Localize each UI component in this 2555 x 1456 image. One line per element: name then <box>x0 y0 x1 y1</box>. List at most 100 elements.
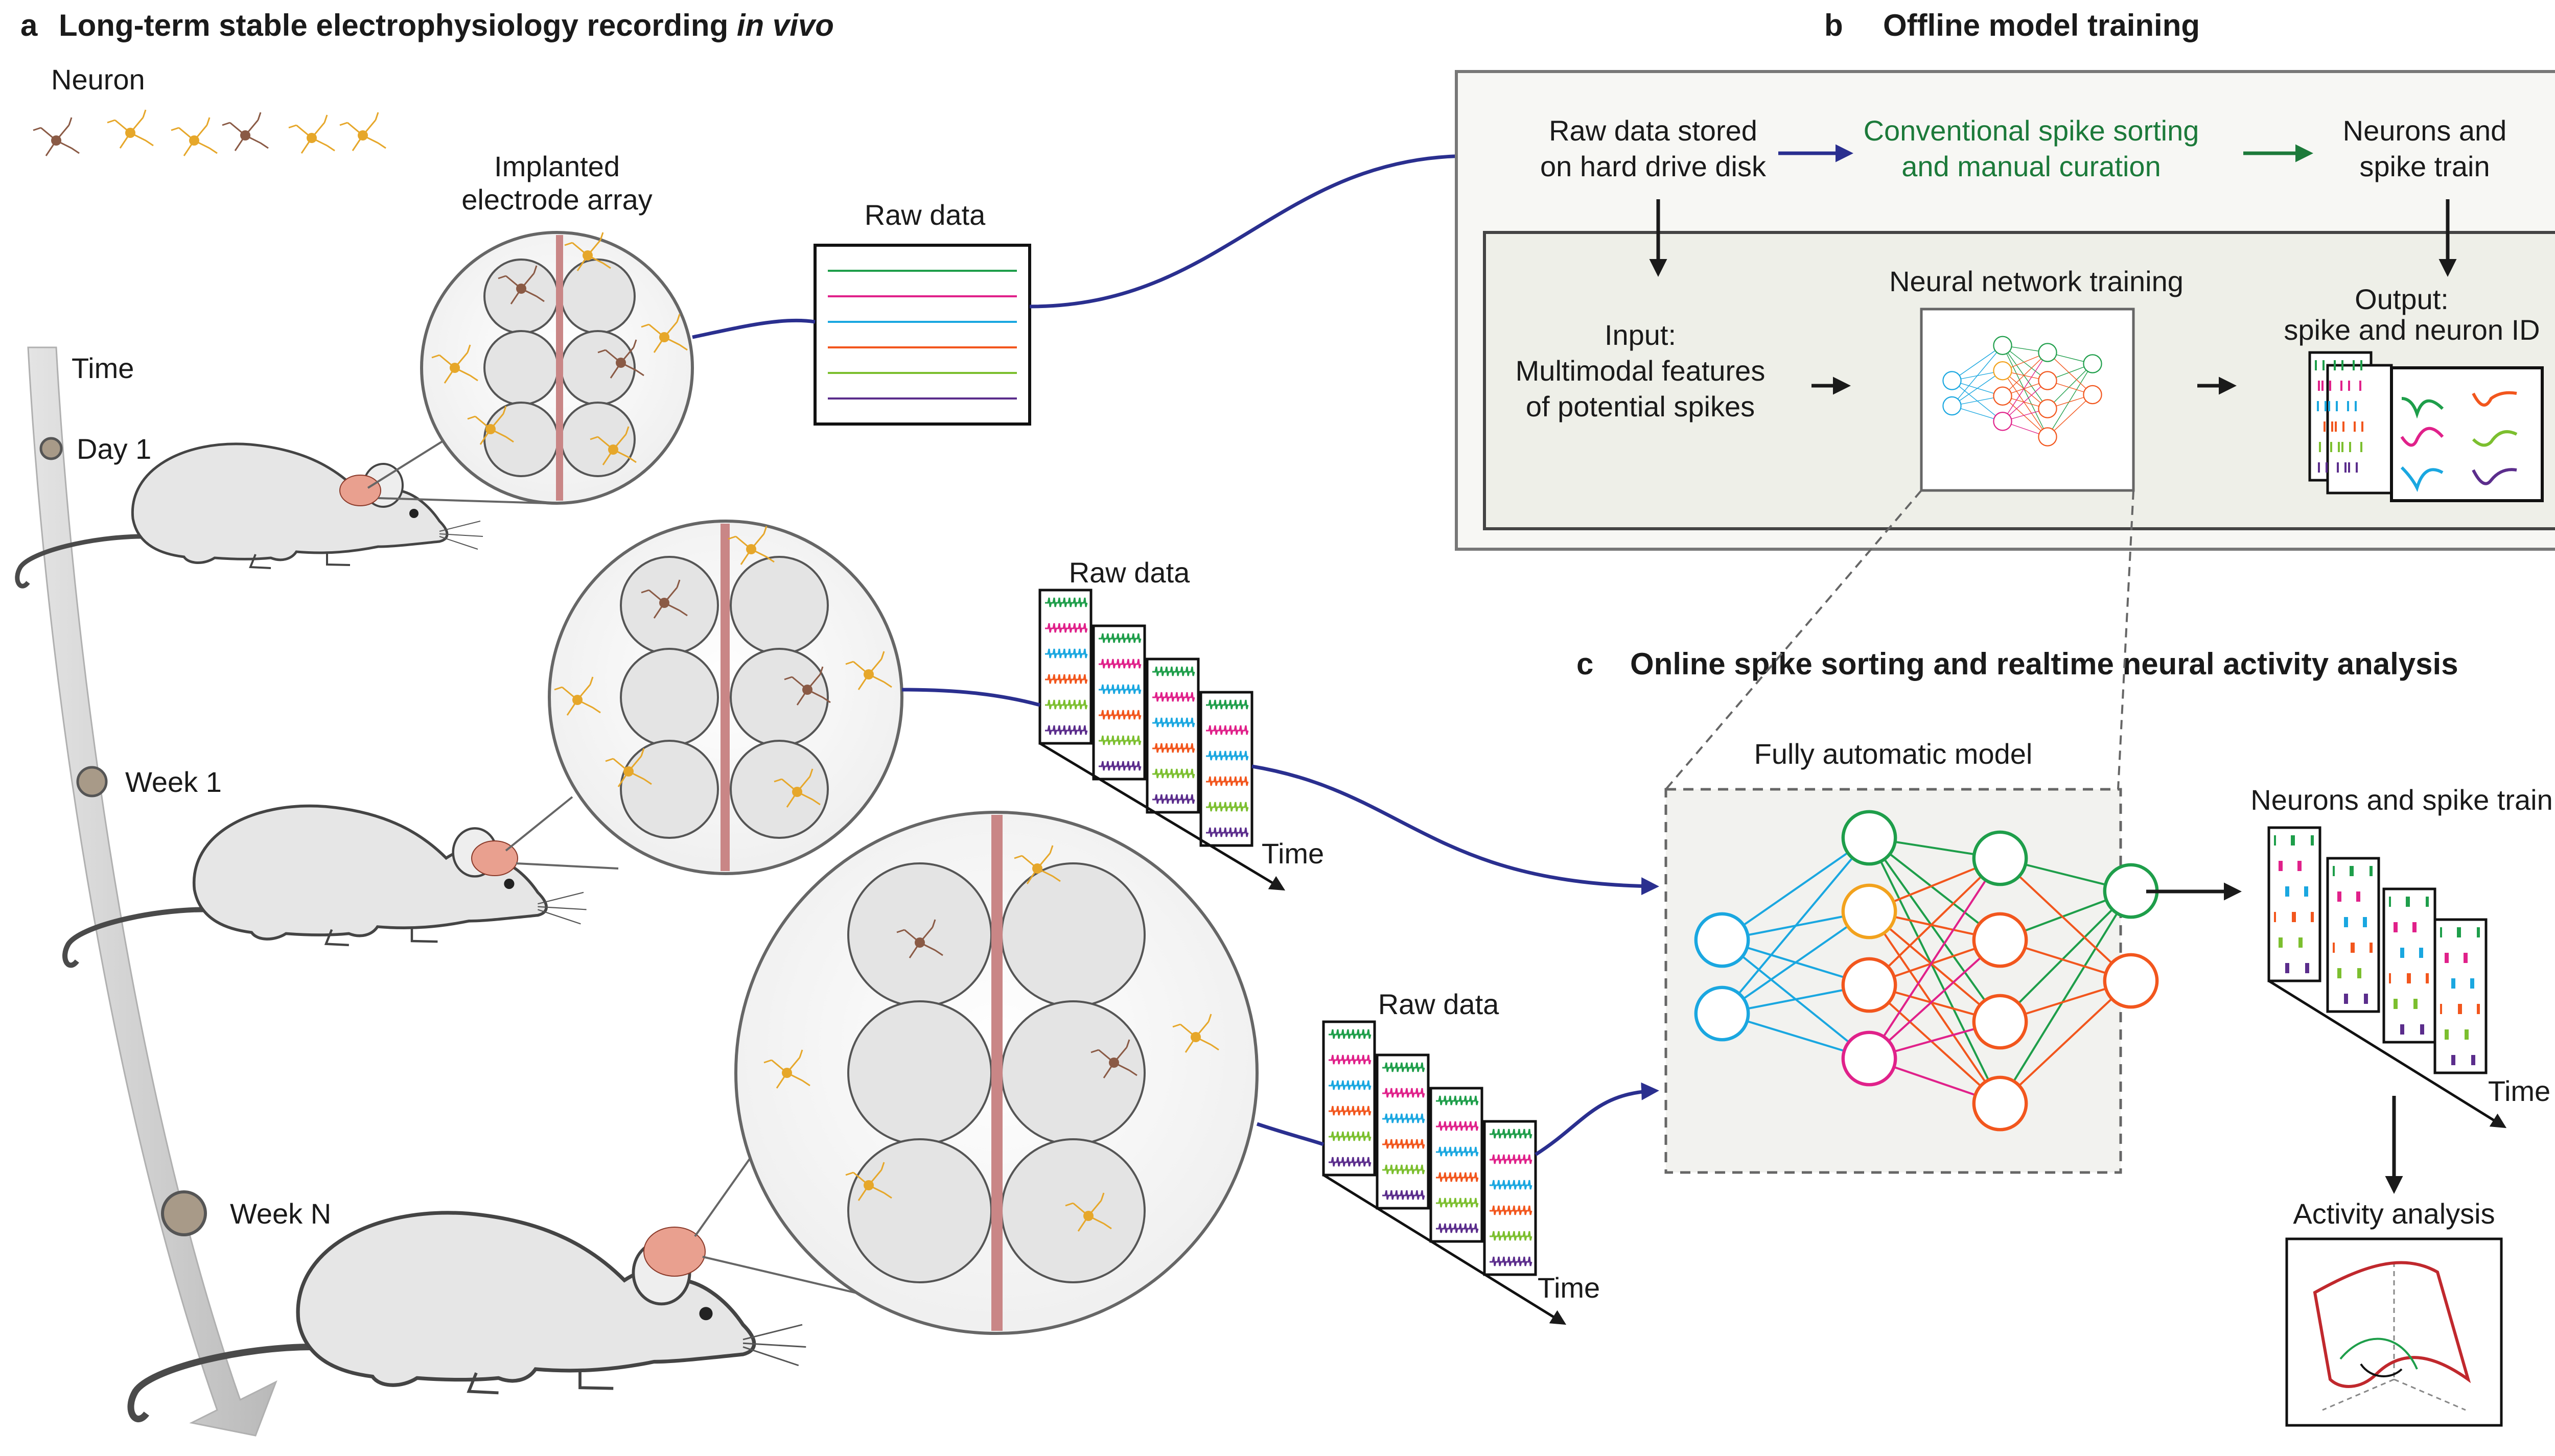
mouse-week1 <box>65 806 587 966</box>
nn-training-label: Neural network training <box>1889 265 2184 297</box>
raw-data-label-2: Raw data <box>1069 556 1190 589</box>
panel-c-title: Online spike sorting and realtime neural… <box>1630 647 2458 681</box>
trace-line <box>1436 1146 1479 1157</box>
trace-line <box>1382 1139 1425 1149</box>
time-label-3: Time <box>1538 1272 1600 1304</box>
zoom-dash-right <box>2117 490 2134 790</box>
trace-line <box>1152 666 1195 676</box>
timeline-day1-label: Day 1 <box>77 433 151 465</box>
signal-traces <box>1045 360 2480 1266</box>
trace-line <box>1045 623 1088 633</box>
panel-b-letter: b <box>1824 8 1843 42</box>
trace-line <box>1382 1190 1425 1200</box>
trace-line <box>1329 1131 1372 1141</box>
activity-analysis-label: Activity analysis <box>2293 1197 2495 1230</box>
flow-raw2-to-model <box>1251 764 1659 896</box>
trace-line <box>1490 1180 1532 1190</box>
trace-line <box>1045 648 1088 659</box>
electrode-zoom-day1 <box>367 231 694 505</box>
trace-line <box>1099 684 1142 694</box>
raw-stored-line2: on hard drive disk <box>1540 150 1767 182</box>
trace-line <box>1490 1205 1532 1215</box>
trace-line <box>1206 802 1249 812</box>
timeline-marker-week1 <box>76 766 108 797</box>
trace-line <box>1382 1113 1425 1123</box>
trace-line <box>1382 1062 1425 1072</box>
trace-line <box>1099 735 1142 745</box>
trace-line <box>1329 1157 1372 1167</box>
timeline-marker-day1 <box>39 437 63 460</box>
trace-line <box>1206 725 1249 735</box>
panel-c-letter: c <box>1576 647 1593 681</box>
flow-electrode1-to-raw <box>692 318 816 339</box>
panel-a-letter: a <box>20 8 38 42</box>
trace-line <box>1045 699 1088 710</box>
neurons-line2: spike train <box>2359 150 2490 182</box>
electrode-label-line2: electrode array <box>461 183 653 216</box>
brain-day1 <box>339 475 381 506</box>
trace-line <box>1099 659 1142 669</box>
neurons-spike-train-label: Neurons and spike train <box>2250 784 2552 816</box>
input-line2: Multimodal features <box>1516 355 1766 387</box>
trace-line <box>1099 633 1142 643</box>
flow-raw1-to-storage <box>1029 147 1480 309</box>
trace-line <box>1152 794 1195 804</box>
electrode-zoom-weekN <box>694 811 1259 1335</box>
panel-a: a Long-term stable electrophysiology rec… <box>17 8 1659 1437</box>
electrode-zoom-week1 <box>505 520 903 875</box>
trace-line <box>1436 1197 1479 1208</box>
trace-line <box>1152 768 1195 779</box>
input-line1: Input: <box>1605 319 1676 351</box>
raw-data-stack-3 <box>1322 1020 1567 1325</box>
output-waveform-box <box>2390 366 2544 502</box>
trace-line <box>1490 1129 1532 1139</box>
timeline-weekN-label: Week N <box>230 1197 331 1230</box>
neuron-legend-icons <box>32 109 387 157</box>
panel-b-title: Offline model training <box>1883 8 2200 42</box>
trace-line <box>1152 717 1195 727</box>
trace-line <box>1206 699 1249 710</box>
raw-stored-line1: Raw data stored <box>1549 114 1757 147</box>
trace-line <box>1490 1154 1532 1164</box>
flow-electrode3-to-raw <box>1256 1122 1325 1146</box>
spike-train-stack <box>2267 826 2507 1129</box>
electrode-label-line1: Implanted <box>494 150 620 182</box>
trace-line <box>1152 692 1195 702</box>
trace-line <box>1436 1121 1479 1131</box>
output-spike-raster <box>2308 351 2393 495</box>
trace-line <box>1152 743 1195 753</box>
flow-raw3-to-model <box>1535 1082 1659 1156</box>
trace-line <box>1045 674 1088 684</box>
trace-line <box>1382 1088 1425 1098</box>
input-line3: of potential spikes <box>1526 390 1755 422</box>
neuron-legend-label: Neuron <box>51 63 145 96</box>
timeline-marker-weekN <box>161 1190 207 1236</box>
trace-line <box>1099 710 1142 720</box>
neurons-line1: Neurons and <box>2343 114 2507 147</box>
trace-line <box>1490 1231 1532 1241</box>
output-line2: spike and neuron ID <box>2284 314 2540 346</box>
trace-line <box>1045 725 1088 735</box>
panel-a-title-main: Long-term stable electrophysiology recor… <box>59 8 737 42</box>
trace-line <box>1436 1223 1479 1233</box>
brain-weekN <box>643 1227 706 1277</box>
trace-line <box>1436 1095 1479 1106</box>
raw-data-stack-2 <box>1038 589 1286 891</box>
trace-line <box>1206 750 1249 761</box>
spike-time-label: Time <box>2488 1075 2550 1107</box>
panel-a-title-italic: in vivo <box>737 8 834 42</box>
trace-line <box>1206 827 1249 837</box>
trace-line <box>1329 1054 1372 1065</box>
conventional-line1: Conventional spike sorting <box>1864 114 2199 147</box>
conventional-line2: and manual curation <box>1901 150 2161 182</box>
raw-data-label-3: Raw data <box>1378 988 1499 1020</box>
trace-line <box>1329 1029 1372 1039</box>
raw-data-panel-1 <box>814 244 1031 426</box>
trace-line <box>1045 597 1088 607</box>
trace-line <box>1329 1080 1372 1090</box>
activity-analysis-box <box>2285 1237 2503 1427</box>
timeline-week1-label: Week 1 <box>125 766 222 798</box>
timeline-title: Time <box>72 352 134 384</box>
trace-line <box>1382 1164 1425 1175</box>
